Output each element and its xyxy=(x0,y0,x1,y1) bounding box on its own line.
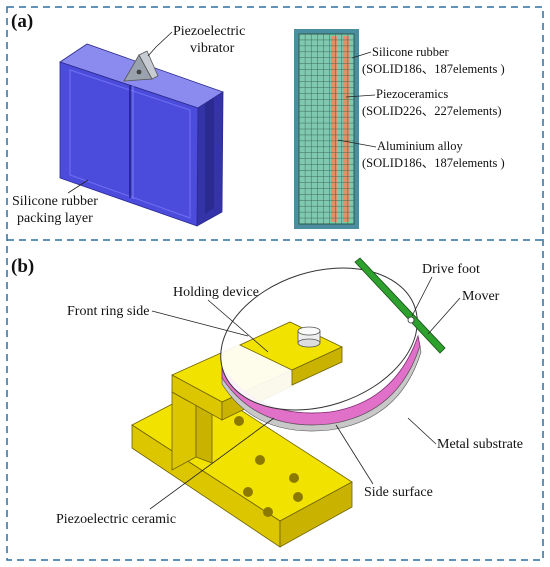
block-inner-frame xyxy=(69,69,191,219)
mesh-al-leader xyxy=(337,139,377,148)
holding-device-label: Holding device xyxy=(173,285,259,300)
block-front-face xyxy=(59,61,199,227)
piezo-ceramic-leader xyxy=(149,417,275,510)
base-hole xyxy=(243,487,253,497)
ring-substrate-edge xyxy=(221,345,422,432)
packing-label-line2: packing layer xyxy=(17,211,93,226)
bolt-cylinder xyxy=(297,326,321,348)
mesh-rubber-label-line2: (SOLID186、187elements ) xyxy=(362,62,505,76)
outer-frame xyxy=(6,6,544,561)
front-ring-side-leader xyxy=(151,310,249,337)
mover-label: Mover xyxy=(462,289,500,304)
drive-foot-leader xyxy=(411,276,433,317)
panel-b-label: (b) xyxy=(11,256,34,277)
side-surface-label: Side surface xyxy=(364,485,433,500)
vibrator-label-line2: vibrator xyxy=(190,41,235,56)
mesh-rubber-leader xyxy=(351,51,372,59)
mesh-piezo-label-line1: Piezoceramics xyxy=(376,87,448,101)
packing-leader xyxy=(67,179,89,194)
block-side-groove xyxy=(205,98,214,214)
front-ring-side-label: Front ring side xyxy=(67,304,149,319)
piezo-ceramic-label: Piezoelectric ceramic xyxy=(56,512,176,527)
mesh-al-label-line1: Aluminium alloy xyxy=(377,139,464,153)
mesh-al-label-line2: (SOLID186、187elements ) xyxy=(362,156,505,170)
base-hole xyxy=(263,507,273,517)
mesh-grid xyxy=(299,34,354,224)
vibrator-label-line1: Piezoelectric xyxy=(173,24,245,39)
mesh-rubber-label-line1: Silicone rubber xyxy=(372,45,450,59)
metal-substrate-label: Metal substrate xyxy=(437,437,523,452)
side-surface-leader xyxy=(335,424,374,485)
mesh-piezo-label-line2: (SOLID226、227elements) xyxy=(362,104,502,118)
holding-device-leader xyxy=(207,299,269,353)
fem-mesh xyxy=(294,29,359,229)
drive-foot-label: Drive foot xyxy=(422,262,480,277)
arm-side-overlay xyxy=(291,346,343,386)
base-right-face xyxy=(279,481,353,548)
metal-substrate-leader xyxy=(407,417,437,445)
base-hole xyxy=(289,473,299,483)
drive-foot xyxy=(407,316,415,324)
vibrator-shape xyxy=(123,50,159,82)
base-hole xyxy=(293,492,303,502)
mover-leader xyxy=(427,297,461,335)
panel-a-label: (a) xyxy=(11,11,33,32)
base-hole xyxy=(255,455,265,465)
packing-label-line1: Silicone rubber xyxy=(12,194,98,209)
vibrator-leader xyxy=(147,31,173,57)
base-hole xyxy=(234,416,244,426)
mesh-outline xyxy=(298,33,355,225)
mesh-piezo-leader xyxy=(345,94,376,98)
